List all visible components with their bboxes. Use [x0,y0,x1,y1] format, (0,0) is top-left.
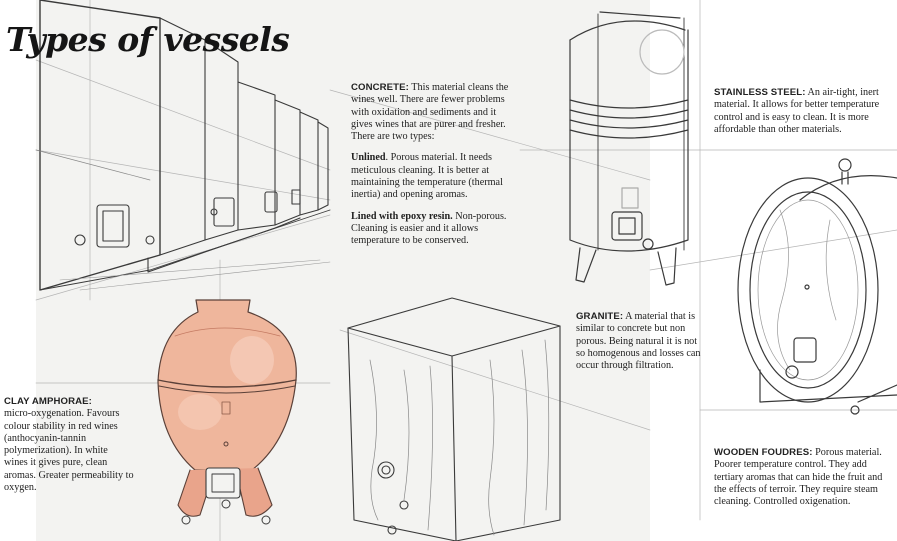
concrete-intro-text: This material cleans the wines well. The… [351,82,509,143]
stainless-steel-section: STAINLESS STEEL: An air-tight, inert mat… [714,87,889,136]
concrete-intro-paragraph: CONCRETE: This material cleans the wines… [351,82,519,143]
wooden-foudres-heading: WOODEN FOUDRES: [714,447,813,458]
clay-amphorae-text: micro-oxygenation. Favours colour stabil… [4,408,134,494]
stainless-steel-paragraph: STAINLESS STEEL: An air-tight, inert mat… [714,87,889,136]
stainless-steel-heading: STAINLESS STEEL: [714,87,806,98]
clay-amphora-sketch [157,299,297,525]
stainless-steel-tank-sketch [569,11,689,286]
concrete-section: CONCRETE: This material cleans the wines… [351,82,519,248]
granite-text: A material that is similar to concrete b… [576,311,701,372]
granite-block-sketch [347,297,561,541]
page-title: Types of vessels [6,20,290,59]
concrete-lined-label: Lined with epoxy resin. [351,210,453,222]
concrete-heading: CONCRETE: [351,82,409,93]
wooden-foudre-sketch [737,158,897,415]
granite-paragraph: GRANITE: A material that is similar to c… [576,311,706,372]
wooden-foudres-text: Porous material. Poorer temperature cont… [714,447,883,508]
granite-section: GRANITE: A material that is similar to c… [576,311,706,372]
concrete-tanks-sketch [35,0,331,291]
concrete-lined-text: Non-porous. Cleaning is easier and it al… [351,210,507,247]
concrete-unlined-paragraph: Unlined. Porous material. It needs metic… [351,152,519,201]
concrete-unlined-label: Unlined [351,152,386,164]
granite-heading: GRANITE: [576,311,624,322]
clay-amphorae-section: CLAY AMPHORAE: micro-oxygenation. Favour… [4,396,134,494]
clay-amphorae-heading: CLAY AMPHORAE: [4,396,92,407]
wooden-foudres-paragraph: WOODEN FOUDRES: Porous material. Poorer … [714,447,894,508]
concrete-lined-paragraph: Lined with epoxy resin. Non-porous. Clea… [351,211,519,248]
concrete-unlined-text: . Porous material. It needs meticulous c… [351,152,503,201]
wooden-foudres-section: WOODEN FOUDRES: Porous material. Poorer … [714,447,894,508]
stainless-steel-text: An air-tight, inert material. It allows … [714,87,880,135]
